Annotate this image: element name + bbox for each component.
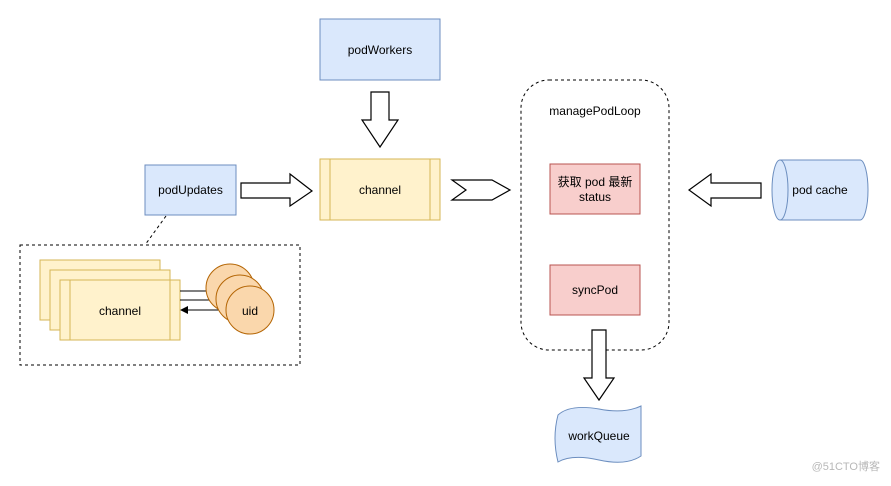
work-queue-label: workQueue [567,429,630,443]
pod-updates-node[interactable]: podUpdates [144,164,237,216]
work-queue-node[interactable]: workQueue [554,405,642,463]
sync-pod-label: syncPod [572,283,618,297]
arrow-loop-to-workqueue [582,329,616,402]
pod-updates-detail-group [19,244,301,366]
get-pod-status-node[interactable]: 获取 pod 最新 status [549,163,641,215]
get-pod-status-label-line2: status [579,190,611,204]
pod-cache-label: pod cache [792,183,848,197]
get-pod-status-label-line1: 获取 pod 最新 [558,174,633,189]
channel-label: channel [359,183,401,197]
watermark-text: @51CTO博客 [812,459,880,473]
sync-pod-node[interactable]: syncPod [549,264,641,316]
manage-pod-loop-label: managePodLoop [549,104,641,118]
arrow-podworkers-to-channel [360,91,400,149]
pod-updates-callout-line [144,215,167,246]
channel-stack: channel [39,259,181,341]
channel-node[interactable]: channel [319,158,441,221]
arrow-podcache-to-loop [687,172,762,208]
uid-label: uid [242,304,258,318]
pod-updates-label: podUpdates [158,183,223,197]
uid-stack: uid [205,263,275,335]
arrow-podupdates-to-channel [240,172,314,208]
pod-workers-label: podWorkers [348,43,412,57]
arrowhead-to-channel [180,306,188,314]
pod-cache-node[interactable]: pod cache [771,159,869,221]
channel-stack-label: channel [99,304,141,318]
chevron-channel-to-loop [450,179,512,201]
pod-workers-node[interactable]: podWorkers [319,18,441,81]
